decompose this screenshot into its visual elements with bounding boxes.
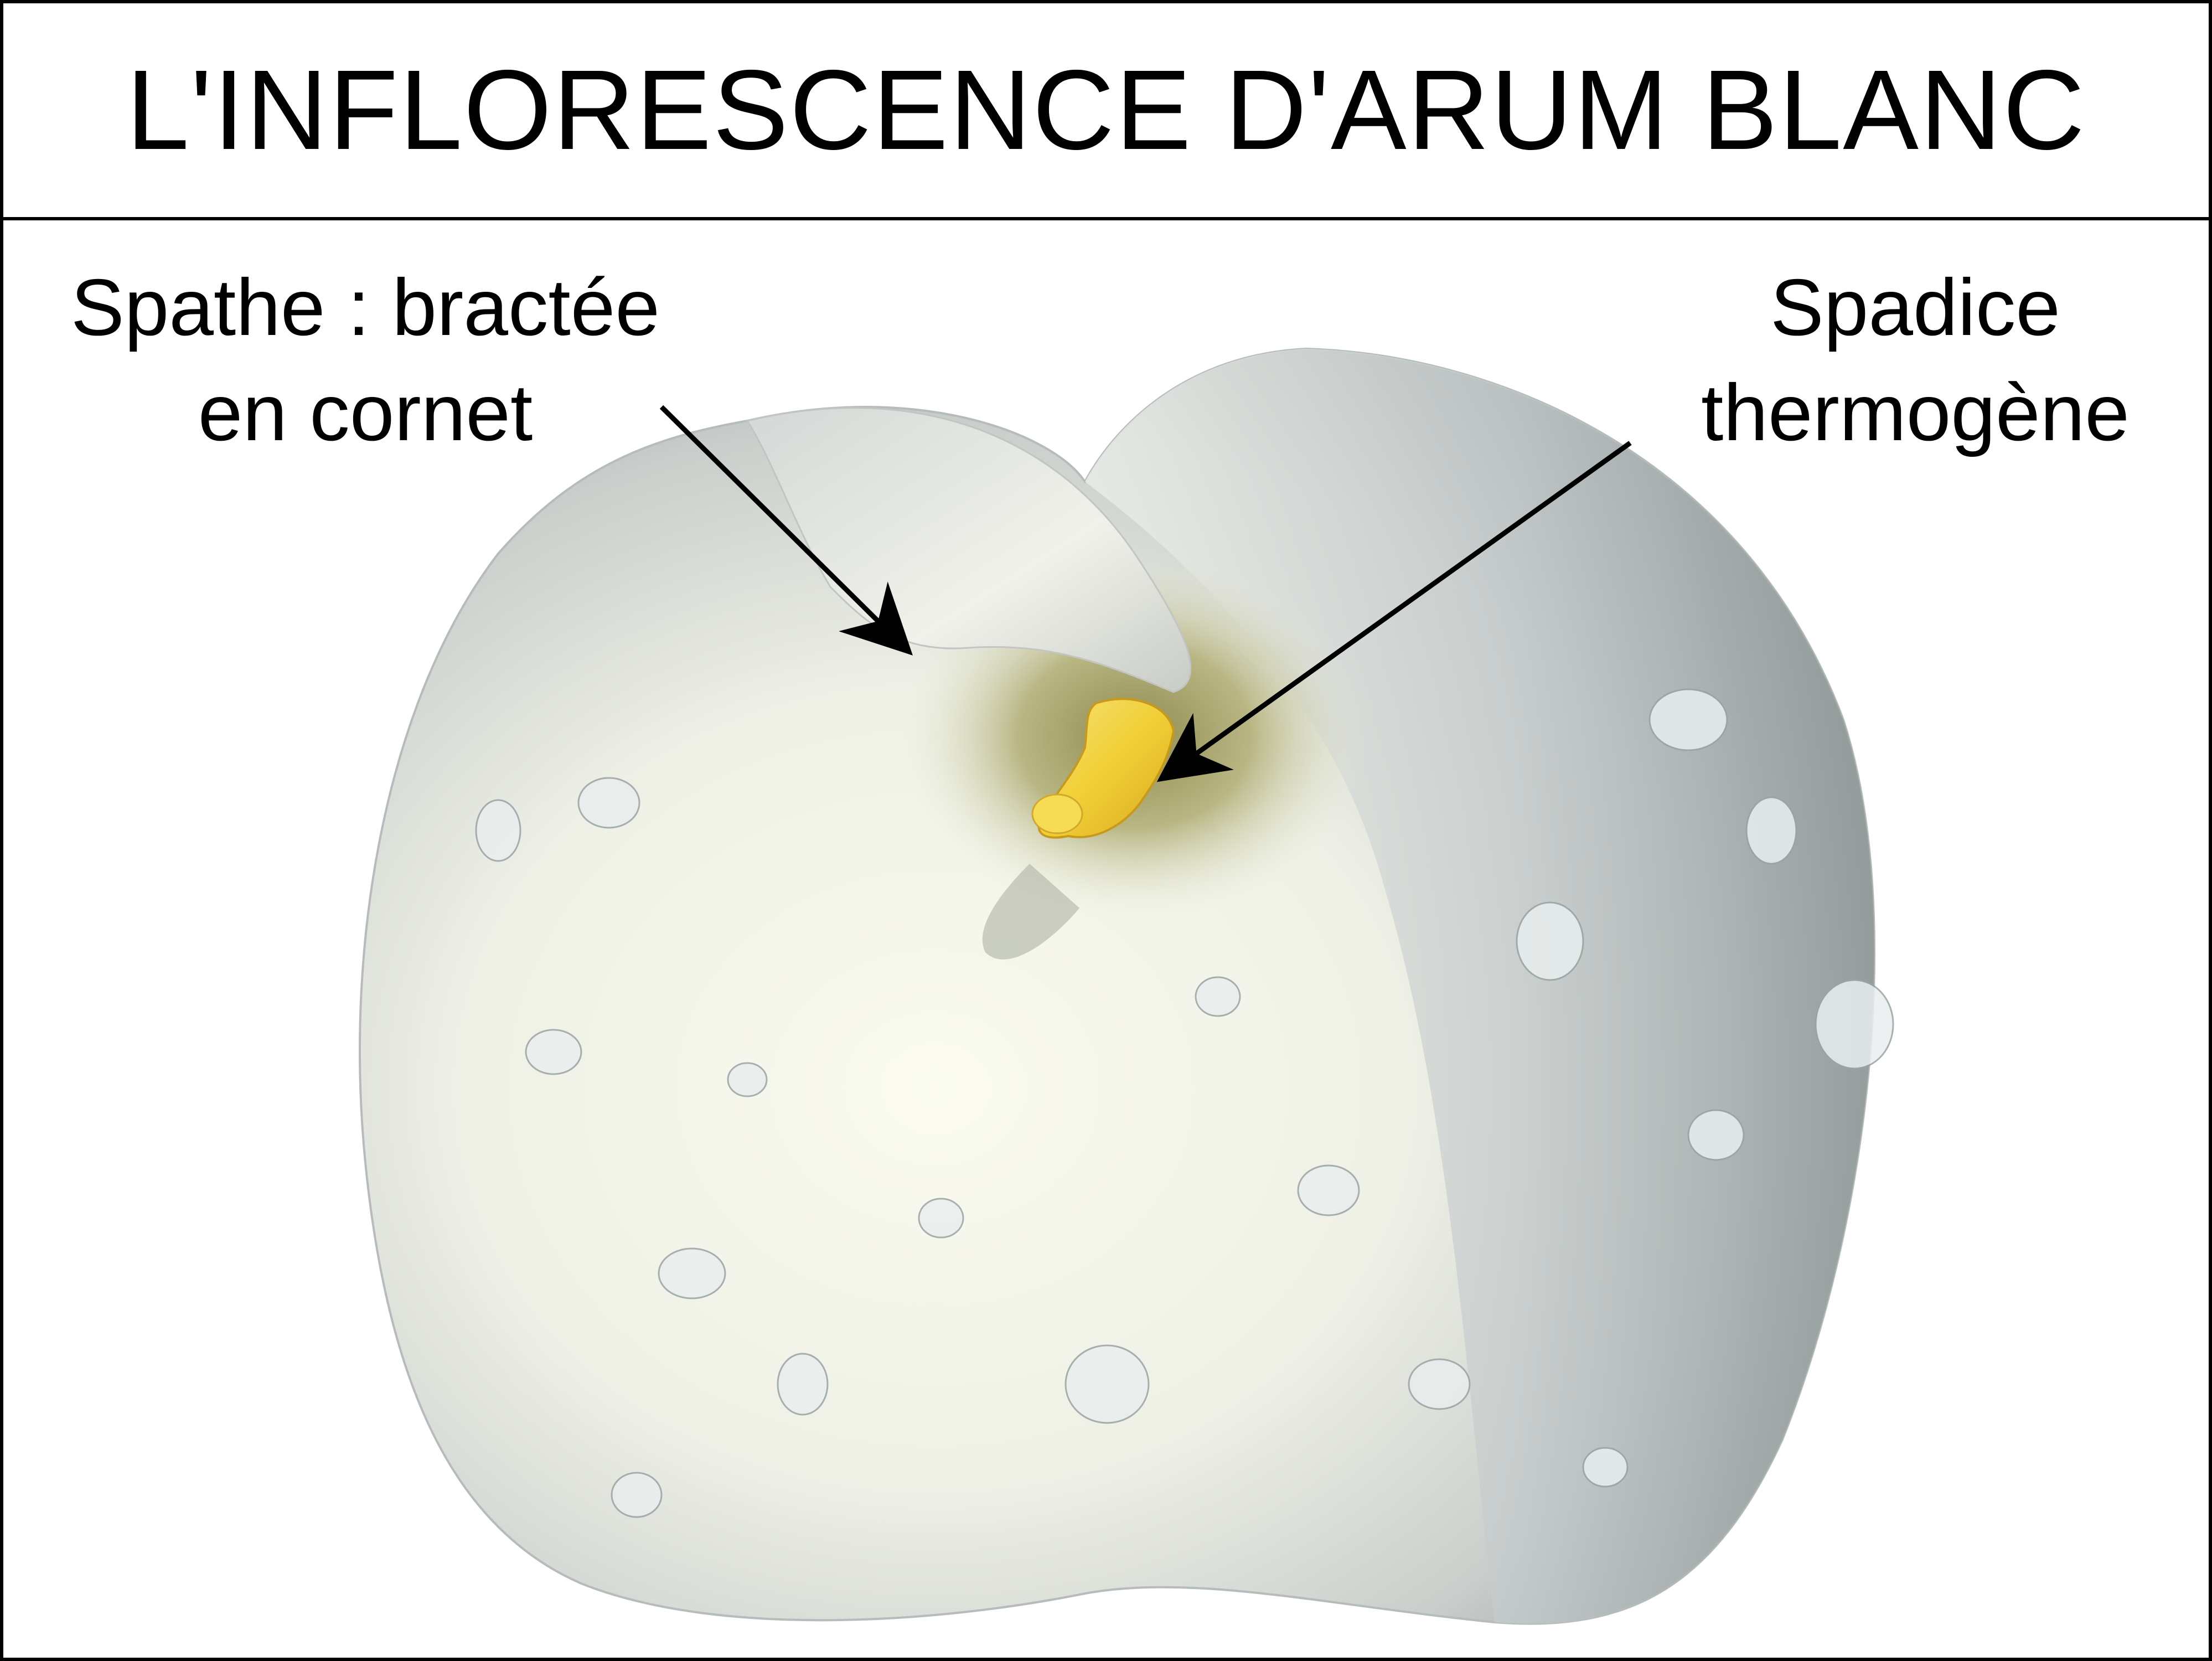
spadice-label: Spadice thermogène bbox=[1650, 255, 2181, 465]
spathe-label-line1: Spathe : bractée bbox=[70, 262, 660, 352]
spadice-label-line1: Spadice bbox=[1770, 262, 2060, 352]
diagram-title: L'INFLORESCENCE D'ARUM BLANC bbox=[126, 47, 2086, 173]
spathe-fold bbox=[746, 407, 1192, 693]
water-droplets bbox=[475, 688, 1894, 1518]
spadix-shadow bbox=[982, 864, 1079, 960]
spadice-arrow bbox=[1156, 441, 1632, 782]
spathe-label: Spathe : bractée en cornet bbox=[33, 255, 697, 465]
spadix-tip bbox=[1031, 793, 1083, 834]
spadice-label-line2: thermogène bbox=[1701, 368, 2130, 457]
spathe-arrow bbox=[659, 405, 913, 656]
title-bar: L'INFLORESCENCE D'ARUM BLANC bbox=[3, 3, 2209, 220]
spathe-label-line2: en cornet bbox=[198, 368, 533, 457]
